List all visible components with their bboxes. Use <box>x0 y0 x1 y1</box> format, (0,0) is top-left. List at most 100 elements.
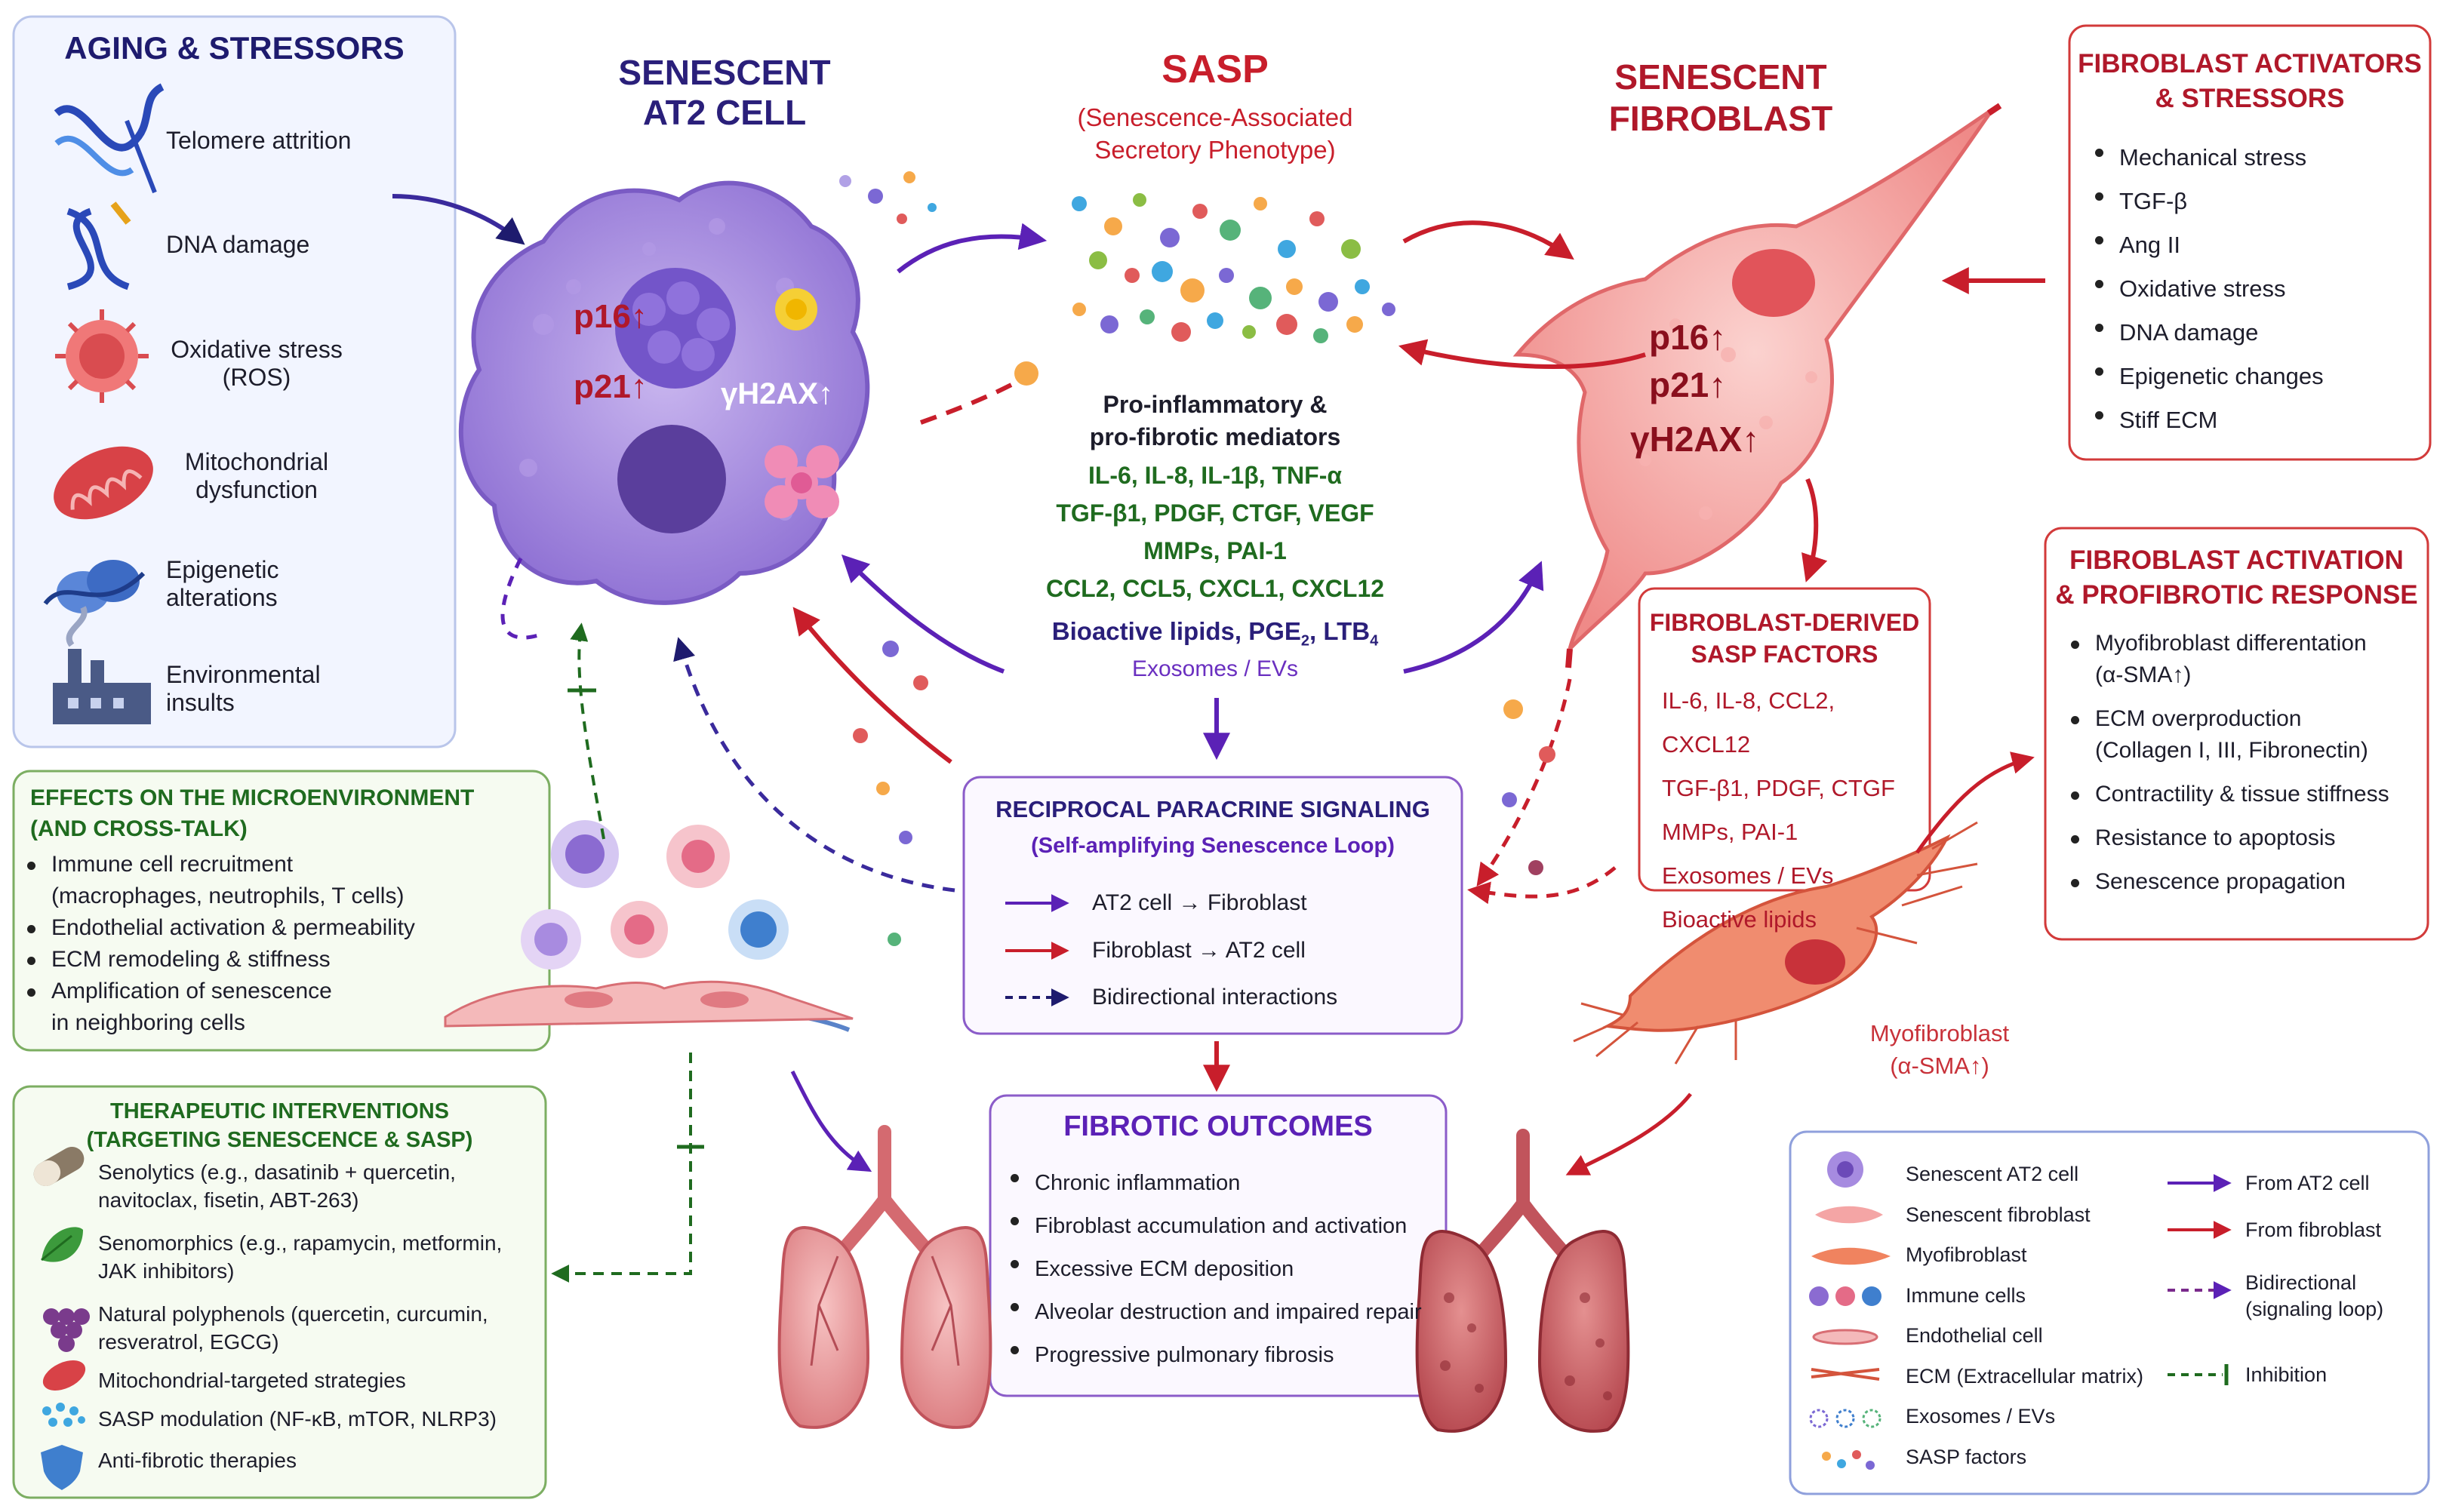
legend-item: Endothelial cell <box>1906 1324 2043 1347</box>
legend-left: Senescent AT2 cell Senescent fibroblast … <box>1906 1154 2177 1477</box>
grapes-icon <box>43 1308 90 1352</box>
aging-item-ros: Oxidative stress (ROS) <box>171 336 343 391</box>
activation-item: Senescence propagation <box>2060 866 2419 898</box>
sen-fibro-title: SENESCENT FIBROBLAST <box>1608 57 1833 139</box>
legend-icons <box>1809 1151 1891 1470</box>
therapy-item-senolytics: Senolytics (e.g., dasatinib + quercetin,… <box>98 1160 456 1212</box>
legend-box <box>1789 1130 2430 1495</box>
mito-small-icon <box>42 1360 86 1391</box>
sasp-mediators-heading: Pro-inflammatory & pro-fibrotic mediator… <box>1089 391 1341 451</box>
therapy-item-mitochondrial: Mitochondrial-targeted strategies <box>98 1369 406 1392</box>
at2-gh2ax: γH2AX↑ <box>721 377 833 410</box>
aging-item-epigenetic: Epigenetic alterations <box>166 556 279 611</box>
sasp-exosomes: Exosomes / EVs <box>1131 656 1299 681</box>
legend-bidirectional: Bidirectional (signaling loop) <box>2245 1271 2384 1321</box>
at2-p21: p21↑ <box>574 368 648 405</box>
activators-item: Stiff ECM <box>2085 398 2417 442</box>
activation-item: Myofibroblast differentation (α-SMA↑) <box>2060 628 2419 691</box>
paracrine-fibro-to-at2: Fibroblast → AT2 cell <box>1092 938 1306 963</box>
immune-cells <box>521 820 789 970</box>
fibro-sasp-item: MMPs, PAI-1 <box>1662 819 1798 845</box>
ros-icon <box>55 309 149 403</box>
outcomes-title: FIBROTIC OUTCOMES <box>1063 1111 1373 1142</box>
activators-title: FIBROBLAST ACTIVATORS & STRESSORS <box>2078 49 2422 113</box>
aging-item-environmental: Environmental insults <box>166 661 321 716</box>
legend-item: Immune cells <box>1906 1283 2026 1307</box>
fibro-sasp-title: FIBROBLAST-DERIVED SASP FACTORS <box>1649 609 1920 668</box>
arrows <box>392 194 2232 1385</box>
at2-title: SENESCENT AT2 CELL <box>618 53 831 132</box>
activators-box <box>2068 24 2432 461</box>
activators-item: Ang II <box>2085 223 2417 267</box>
sasp-mediators-line3: MMPs, PAI-1 <box>1143 537 1287 564</box>
outcome-item: Fibroblast accumulation and activation <box>1000 1205 1445 1248</box>
myofibroblast-label: Myofibroblast (α-SMA↑) <box>1869 1020 2010 1080</box>
fibro-sasp-item: TGF-β1, PDGF, CTGF <box>1662 775 1895 801</box>
therapy-item-senomorphics: Senomorphics (e.g., rapamycin, metformin… <box>98 1231 503 1283</box>
legend-from-fibroblast: From fibroblast <box>2245 1219 2382 1241</box>
activators-item: TGF-β <box>2085 180 2417 223</box>
activators-item: Mechanical stress <box>2085 136 2417 180</box>
micro-title: EFFECTS ON THE MICROENVIRONMENT (AND CRO… <box>30 785 475 841</box>
outcome-item: Chronic inflammation <box>1000 1162 1445 1205</box>
activation-title: FIBROBLAST ACTIVATION & PROFIBROTIC RESP… <box>2055 545 2418 610</box>
activation-box <box>2044 527 2429 941</box>
sen-fibro-gh2ax: γH2AX↑ <box>1630 419 1760 459</box>
sen-fibro-p16: p16↑ <box>1649 318 1727 357</box>
dna-icon <box>66 201 131 290</box>
sasp-lipids-sub2: 4 <box>1370 632 1379 650</box>
sasp-title: SASP <box>1162 48 1269 91</box>
myofibroblast-shape <box>1573 821 1978 1065</box>
legend-inhibition: Inhibition <box>2245 1363 2328 1386</box>
outcome-item: Alveolar destruction and impaired repair <box>1000 1291 1445 1334</box>
healthy-lungs <box>777 1125 992 1429</box>
fibro-sasp-box <box>1638 587 1931 892</box>
therapy-item-polyphenols: Natural polyphenols (quercetin, curcumin… <box>98 1302 488 1354</box>
paracrine-bidirectional: Bidirectional interactions <box>1092 985 1338 1010</box>
dots-icon <box>42 1403 85 1427</box>
telomere-icon <box>54 83 165 194</box>
legend-item: Senescent AT2 cell <box>1906 1163 2079 1185</box>
mitochondria-icon <box>54 446 153 520</box>
paracrine-subtitle: (Self-amplifying Senescence Loop) <box>1031 834 1395 858</box>
sen-fibro-p21: p21↑ <box>1649 365 1727 404</box>
legend-item: ECM (Extracellular matrix) <box>1906 1364 2144 1388</box>
sasp-mediators-line1: IL-6, IL-8, IL-1β, TNF-α <box>1088 462 1343 489</box>
fibro-sasp-items: IL-6, IL-8, CCL2, CXCL12 TGF-β1, PDGF, C… <box>1662 679 1926 942</box>
pill-icon <box>33 1147 85 1186</box>
aging-item-dna: DNA damage <box>166 231 310 258</box>
outcomes-list: Chronic inflammation Fibroblast accumula… <box>1000 1162 1445 1377</box>
aging-item-telomere: Telomere attrition <box>166 127 352 154</box>
fibrotic-lungs <box>1415 1129 1630 1433</box>
outcome-item: Excessive ECM deposition <box>1000 1248 1445 1291</box>
factory-icon <box>53 606 151 724</box>
activators-list: Mechanical stress TGF-β Ang II Oxidative… <box>2085 136 2417 442</box>
chromatin-icon <box>43 560 146 613</box>
activation-item: Resistance to apoptosis <box>2060 822 2419 854</box>
at2-p16: p16↑ <box>574 298 648 335</box>
at2-cell-shape <box>458 180 870 605</box>
aging-title: AGING & STRESSORS <box>64 30 405 66</box>
outcome-item: Progressive pulmonary fibrosis <box>1000 1334 1445 1377</box>
fibro-sasp-item: Exosomes / EVs <box>1662 862 1834 889</box>
paracrine-box <box>962 776 1463 1035</box>
sasp-subtitle: (Senescence-Associated Secretory Phenoty… <box>1077 103 1353 164</box>
therapy-item-antifibrotic: Anti-fibrotic therapies <box>98 1449 297 1472</box>
shield-icon <box>41 1445 83 1490</box>
legend-from-at2: From AT2 cell <box>2245 1172 2370 1194</box>
activation-list: Myofibroblast differentation (α-SMA↑) EC… <box>2060 628 2419 898</box>
sasp-lipids-tail: , LTB <box>1309 617 1371 645</box>
legend-item: Exosomes / EVs <box>1906 1405 2056 1427</box>
endothelium <box>444 980 854 1032</box>
therapy-items: Senolytics (e.g., dasatinib + quercetin,… <box>98 1158 540 1474</box>
fibro-sasp-item: Bioactive lipids <box>1662 906 1817 933</box>
micro-item: ECM remodeling & stiffness <box>17 944 537 976</box>
legend-item: SASP factors <box>1906 1445 2027 1468</box>
therapy-item-sasp-modulation: SASP modulation (NF-κB, mTOR, NLRP3) <box>98 1407 497 1431</box>
therapy-icons <box>33 1147 90 1490</box>
senescent-fibroblast-shape <box>1512 103 2002 668</box>
legend-item: Myofibroblast <box>1906 1243 2027 1266</box>
sasp-mediators-line4: CCL2, CCL5, CXCL1, CXCL12 <box>1045 575 1385 602</box>
micro-item: Endothelial activation & permeability <box>17 912 537 944</box>
